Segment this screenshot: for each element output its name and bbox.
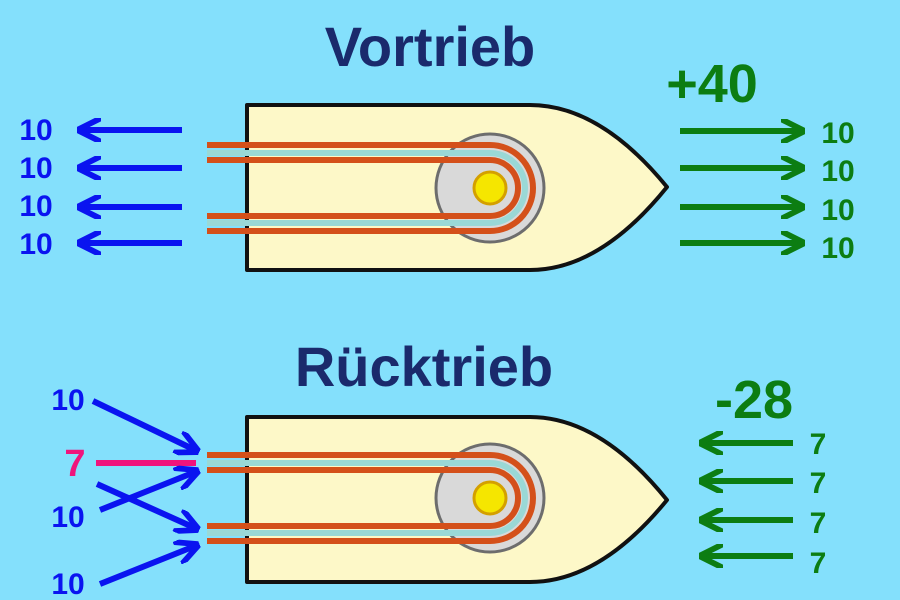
reverse-net-value: -28 bbox=[715, 370, 793, 430]
inflow-value: 10 bbox=[19, 190, 52, 223]
pipe-loop bbox=[207, 142, 536, 234]
arrow-icon bbox=[91, 398, 195, 450]
return-value: 7 bbox=[810, 547, 827, 580]
forward-net-value: +40 bbox=[666, 54, 758, 114]
return-arrows bbox=[704, 443, 793, 556]
arrow-icon bbox=[98, 472, 195, 513]
inflow-value: 10 bbox=[51, 501, 84, 534]
core-icon bbox=[472, 480, 508, 516]
return-value: 7 bbox=[810, 507, 827, 540]
reverse-title: Rücktrieb bbox=[295, 335, 553, 398]
inflow-value: 10 bbox=[19, 114, 52, 147]
return-value: 7 bbox=[810, 428, 827, 461]
inflow-value: 10 bbox=[51, 568, 84, 600]
inflow-value: 10 bbox=[51, 384, 84, 417]
inflow-arrows bbox=[91, 398, 196, 587]
outflow-values: 10 10 10 10 bbox=[821, 117, 854, 265]
arrow-icon bbox=[95, 481, 195, 528]
inflow-value: 10 bbox=[19, 152, 52, 185]
reduced-inflow-value: 7 bbox=[64, 443, 85, 485]
inflow-arrows bbox=[82, 130, 182, 243]
outflow-arrows bbox=[680, 131, 800, 243]
outflow-value: 10 bbox=[821, 155, 854, 188]
arrow-icon bbox=[98, 546, 195, 587]
inflow-value: 10 bbox=[19, 228, 52, 261]
reverse-thrust-panel: Rücktrieb -28 10 7 10 10 bbox=[51, 335, 826, 600]
return-values: 7 7 7 7 bbox=[810, 428, 827, 580]
pipe-loop bbox=[207, 452, 536, 544]
inflow-values: 10 10 10 10 bbox=[19, 114, 52, 261]
outflow-value: 10 bbox=[821, 232, 854, 265]
return-value: 7 bbox=[810, 467, 827, 500]
forward-title: Vortrieb bbox=[325, 15, 536, 78]
outflow-value: 10 bbox=[821, 194, 854, 227]
forward-thrust-panel: Vortrieb +40 10 10 10 10 bbox=[19, 15, 855, 272]
outflow-value: 10 bbox=[821, 117, 854, 150]
core-icon bbox=[472, 170, 508, 206]
